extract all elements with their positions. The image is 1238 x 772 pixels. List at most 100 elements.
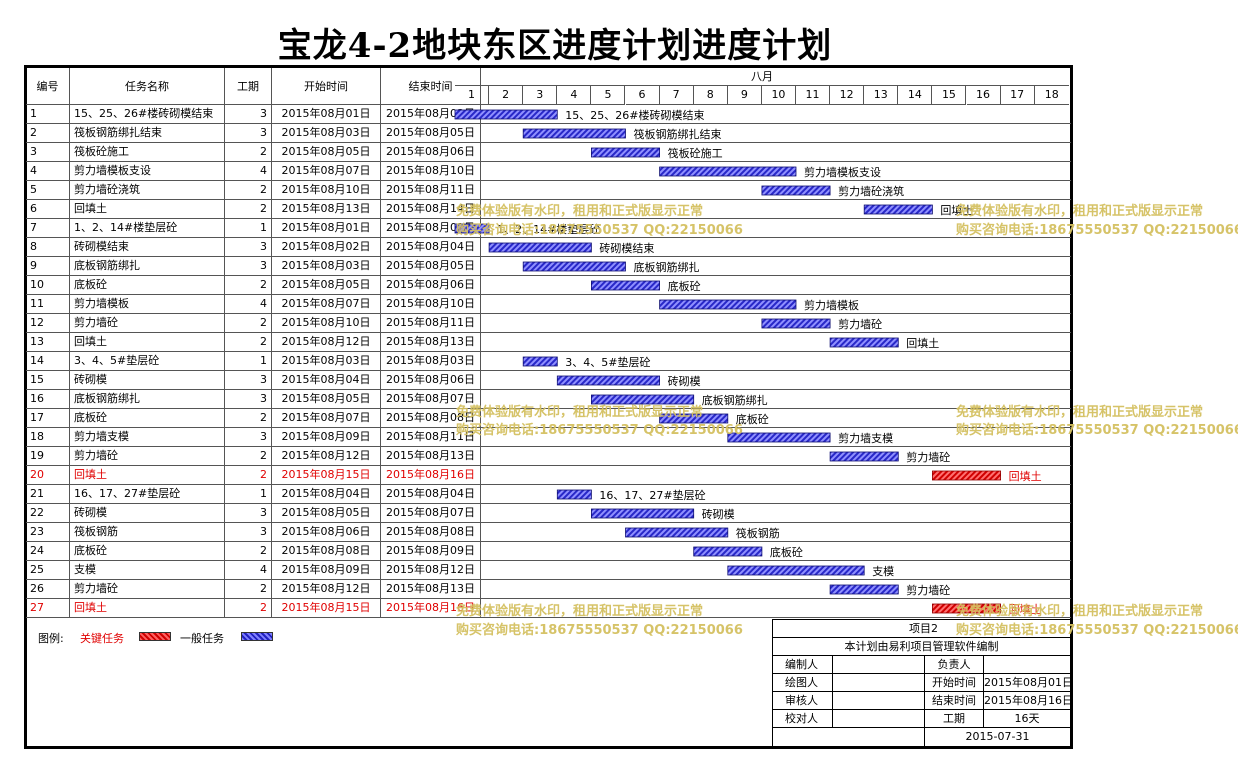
gantt-bar-label: 砖砌模结束 <box>599 241 654 255</box>
task-no: 16 <box>26 390 70 408</box>
task-name: 筏板钢筋绑扎结束 <box>70 124 225 142</box>
gantt-bar <box>556 489 592 500</box>
task-no: 24 <box>26 542 70 560</box>
task-duration: 3 <box>225 105 272 123</box>
gantt-bar <box>761 318 831 329</box>
task-name: 剪力墙砼浇筑 <box>70 181 225 199</box>
info-proofer-label: 校对人 <box>773 710 833 728</box>
task-end: 2015年08月04日 <box>381 238 481 256</box>
month-header: 八月 <box>455 68 1069 86</box>
task-no: 14 <box>26 352 70 370</box>
day-tick-label: 9 <box>727 86 762 105</box>
task-start: 2015年08月05日 <box>272 504 381 522</box>
task-duration: 1 <box>225 352 272 370</box>
task-name: 底板钢筋绑扎 <box>70 257 225 275</box>
task-end: 2015年08月14日 <box>381 200 481 218</box>
task-start: 2015年08月01日 <box>272 219 381 237</box>
task-duration: 2 <box>225 447 272 465</box>
info-owner-value <box>984 656 1071 674</box>
watermark-line2: 购买咨询电话:18675550537 QQ:22150066 <box>956 223 1238 238</box>
task-no: 3 <box>26 143 70 161</box>
task-end: 2015年08月11日 <box>381 428 481 446</box>
task-no: 21 <box>26 485 70 503</box>
gantt-bar-label: 底板钢筋绑扎 <box>702 393 768 407</box>
gantt-bar <box>863 204 933 215</box>
gantt-bar <box>591 508 695 519</box>
task-end: 2015年08月13日 <box>381 580 481 598</box>
info-duration-value: 16天 <box>984 710 1071 728</box>
task-no: 9 <box>26 257 70 275</box>
task-no: 8 <box>26 238 70 256</box>
task-start: 2015年08月15日 <box>272 466 381 484</box>
task-duration: 3 <box>225 124 272 142</box>
gantt-bar-label: 回填土 <box>1009 469 1042 483</box>
day-tick-label: 6 <box>625 86 660 105</box>
watermark-line1: 免费体验版有水印，租用和正式版显示正常 <box>956 405 1204 420</box>
info-date: 2015-07-31 <box>925 728 1071 747</box>
task-no: 11 <box>26 295 70 313</box>
task-end: 2015年08月06日 <box>381 143 481 161</box>
header-start: 开始时间 <box>272 68 381 105</box>
task-end: 2015年08月04日 <box>381 485 481 503</box>
task-no: 2 <box>26 124 70 142</box>
gantt-bar <box>659 413 729 424</box>
gantt-bar-label: 支模 <box>872 565 894 578</box>
task-end: 2015年08月13日 <box>381 333 481 351</box>
gantt-bar-label: 筏板砼施工 <box>668 146 723 160</box>
gantt-bar-label: 底板钢筋绑扎 <box>634 260 700 274</box>
task-start: 2015年08月15日 <box>272 599 381 617</box>
task-duration: 2 <box>225 409 272 427</box>
task-duration: 2 <box>225 599 272 617</box>
task-name: 回填土 <box>70 333 225 351</box>
task-start: 2015年08月05日 <box>272 390 381 408</box>
day-tick-label: 10 <box>761 86 796 105</box>
task-end: 2015年08月09日 <box>381 542 481 560</box>
gantt-bar <box>727 565 865 576</box>
gantt-bar <box>454 109 558 120</box>
task-start: 2015年08月09日 <box>272 561 381 579</box>
task-duration: 3 <box>225 257 272 275</box>
task-no: 7 <box>26 219 70 237</box>
gantt-bar <box>522 261 626 272</box>
task-start: 2015年08月04日 <box>272 371 381 389</box>
gantt-bar <box>522 356 558 367</box>
gantt-bar <box>693 546 763 557</box>
watermark-line2: 购买咨询电话:18675550537 QQ:22150066 <box>956 423 1238 438</box>
gantt-bar-label: 回填土 <box>1009 602 1042 616</box>
task-start: 2015年08月09日 <box>272 428 381 446</box>
gantt-bar <box>829 584 899 595</box>
header-end: 结束时间 <box>381 68 481 105</box>
info-start-value: 2015年08月01日 <box>984 674 1071 692</box>
task-name: 底板砼 <box>70 276 225 294</box>
task-start: 2015年08月05日 <box>272 143 381 161</box>
info-reviewer-label: 审核人 <box>773 692 833 710</box>
task-end: 2015年08月06日 <box>381 371 481 389</box>
task-no: 20 <box>26 466 70 484</box>
task-no: 25 <box>26 561 70 579</box>
day-tick-label: 18 <box>1034 86 1069 105</box>
task-start: 2015年08月10日 <box>272 181 381 199</box>
task-duration: 2 <box>225 466 272 484</box>
task-end: 2015年08月07日 <box>381 390 481 408</box>
task-end: 2015年08月10日 <box>381 162 481 180</box>
day-tick-label: 12 <box>830 86 865 105</box>
day-tick-label: 14 <box>898 86 933 105</box>
task-name: 剪力墙支模 <box>70 428 225 446</box>
gantt-bar-label: 15、25、26#楼砖砌模结束 <box>565 108 704 122</box>
task-end: 2015年08月11日 <box>381 314 481 332</box>
task-duration: 3 <box>225 504 272 522</box>
info-made-by: 本计划由易利项目管理软件编制 <box>773 638 1071 656</box>
info-editor-label: 编制人 <box>773 656 833 674</box>
task-duration: 2 <box>225 314 272 332</box>
